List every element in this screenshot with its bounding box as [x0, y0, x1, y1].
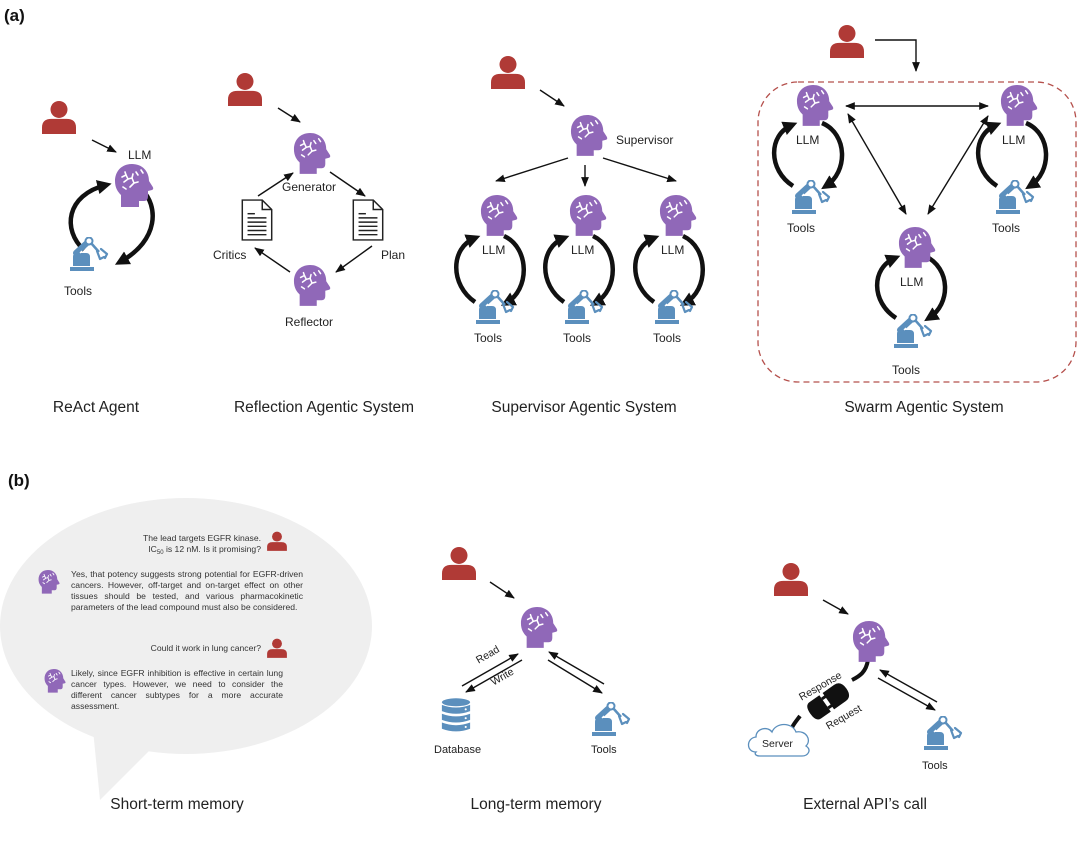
generator-label: Generator	[282, 180, 337, 194]
tools-robot-arm-icon	[892, 314, 936, 348]
swarm-llm-label: LLM	[796, 133, 820, 147]
chat-message-assistant: Likely, since EGFR inhibition is effecti…	[71, 668, 283, 711]
tools-robot-arm-icon	[590, 702, 634, 736]
reflector-brain-icon	[293, 264, 331, 306]
llm-brain-icon	[114, 163, 154, 207]
assistant-brain-icon	[44, 668, 66, 693]
chat-message-user: The lead targets EGFR kinase. IC50 is 12…	[143, 533, 261, 559]
react-agent-title: ReAct Agent	[52, 399, 140, 416]
plan-document-icon	[352, 199, 384, 241]
response-label: Response	[797, 669, 844, 704]
panel-b-label: (b)	[8, 471, 30, 490]
message-text: IC50 is 12 nM. Is it promising?	[148, 544, 261, 556]
swarm-brain-icon	[1000, 84, 1038, 126]
message-text: The lead targets EGFR kinase.	[143, 533, 261, 543]
worker-llm-label: LLM	[661, 243, 685, 257]
llm-brain-icon	[520, 606, 558, 648]
user-icon	[226, 72, 264, 106]
swarm-llm-label: LLM	[1002, 133, 1026, 147]
plan-to-reflector-arrow	[335, 245, 373, 273]
user-icon	[828, 24, 866, 58]
supervisor-brain-icon	[570, 114, 608, 156]
supervisor-user-arrow	[539, 89, 565, 107]
swarm-tools-label: Tools	[787, 221, 816, 235]
read-label: Read	[474, 643, 502, 667]
api-tools-arrow-in	[879, 669, 938, 703]
panel-a-label: (a)	[4, 6, 25, 25]
worker-brain-icon	[480, 194, 518, 236]
tools-label: Tools	[591, 744, 617, 756]
external-api-title: External API’s call	[803, 796, 927, 813]
plan-label: Plan	[381, 248, 406, 262]
short-term-memory-title: Short-term memory	[110, 796, 244, 813]
worker-brain-icon	[659, 194, 697, 236]
ltm-tools-arrow-in	[548, 651, 605, 685]
supervisor-title: Supervisor Agentic System	[491, 399, 677, 416]
tools-robot-arm-icon	[922, 716, 966, 750]
reflector-to-critics-arrow	[254, 247, 291, 273]
swarm-tools-label: Tools	[892, 363, 921, 377]
swarm-user-arrow	[875, 39, 920, 72]
tools-robot-arm-icon	[68, 237, 112, 271]
worker-llm-label: LLM	[482, 243, 506, 257]
supervisor-to-worker3-arrow	[602, 157, 677, 183]
react-user-arrow	[91, 139, 117, 153]
swarm-left-link	[847, 113, 907, 215]
swarm-right-link	[927, 115, 989, 215]
worker-brain-icon	[569, 194, 607, 236]
ltm-tools-arrow-out	[547, 659, 603, 694]
user-icon	[266, 637, 288, 659]
reflection-user-arrow	[277, 107, 301, 123]
swarm-llm-label: LLM	[900, 275, 924, 289]
user-icon	[440, 546, 478, 580]
critics-label: Critics	[213, 248, 247, 262]
tools-label: Tools	[922, 760, 948, 772]
user-icon	[266, 530, 288, 552]
worker-tools-label: Tools	[653, 331, 682, 345]
user-icon	[772, 562, 810, 596]
swarm-tools-label: Tools	[992, 221, 1021, 235]
reflector-label: Reflector	[285, 315, 334, 329]
database-icon	[441, 697, 471, 734]
react-llm-label: LLM	[128, 148, 152, 162]
ltm-user-arrow	[489, 581, 515, 599]
reflection-title: Reflection Agentic System	[233, 399, 415, 416]
tools-robot-arm-icon	[653, 290, 697, 324]
api-tools-arrow-out	[877, 677, 936, 711]
assistant-brain-icon	[38, 569, 60, 594]
worker-llm-label: LLM	[571, 243, 595, 257]
chat-message-assistant: Yes, that potency suggests strong potent…	[71, 569, 303, 612]
request-label: Request	[824, 702, 864, 733]
llm-brain-icon	[852, 620, 890, 662]
swarm-brain-icon	[796, 84, 834, 126]
supervisor-to-worker1-arrow	[495, 157, 569, 183]
critics-document-icon	[241, 199, 273, 241]
tools-robot-arm-icon	[994, 180, 1038, 214]
server-label: Server	[762, 738, 793, 750]
user-icon	[40, 100, 78, 134]
long-term-memory-title: Long-term memory	[470, 796, 602, 813]
swarm-title: Swarm Agentic System	[844, 399, 1004, 416]
swarm-brain-icon	[898, 226, 936, 268]
write-label: Write	[489, 665, 517, 689]
user-icon	[489, 55, 527, 89]
chat-message-user: Could it work in lung cancer?	[150, 643, 261, 653]
react-tools-label: Tools	[64, 284, 93, 298]
database-label: Database	[434, 744, 482, 756]
tools-robot-arm-icon	[474, 290, 518, 324]
supervisor-label: Supervisor	[616, 133, 674, 147]
worker-tools-label: Tools	[563, 331, 592, 345]
worker-tools-label: Tools	[474, 331, 503, 345]
generator-brain-icon	[293, 132, 331, 174]
tools-robot-arm-icon	[563, 290, 607, 324]
tools-robot-arm-icon	[790, 180, 834, 214]
api-user-arrow	[822, 599, 849, 615]
